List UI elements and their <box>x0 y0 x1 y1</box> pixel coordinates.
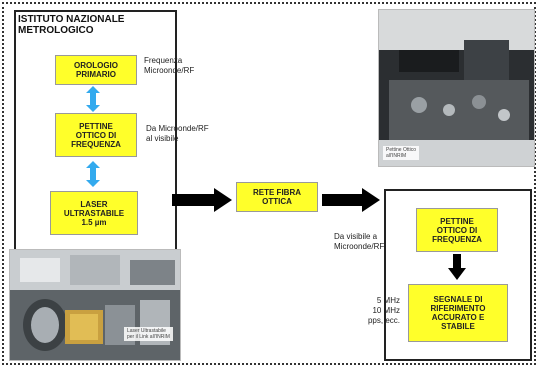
laser-photo-image <box>10 250 180 360</box>
comb-photo-image <box>379 10 534 166</box>
black-down-arrow <box>448 254 466 280</box>
black-arrow-1 <box>172 188 232 212</box>
double-arrow-blue-2 <box>86 161 100 187</box>
laser-photo <box>9 249 181 361</box>
dotted-frame <box>2 2 536 365</box>
inrim-title: ISTITUTO NAZIONALE METROLOGICO <box>18 14 125 36</box>
double-arrow-blue-1 <box>86 86 100 112</box>
black-arrow-2 <box>322 188 380 212</box>
comb-photo <box>378 9 535 167</box>
